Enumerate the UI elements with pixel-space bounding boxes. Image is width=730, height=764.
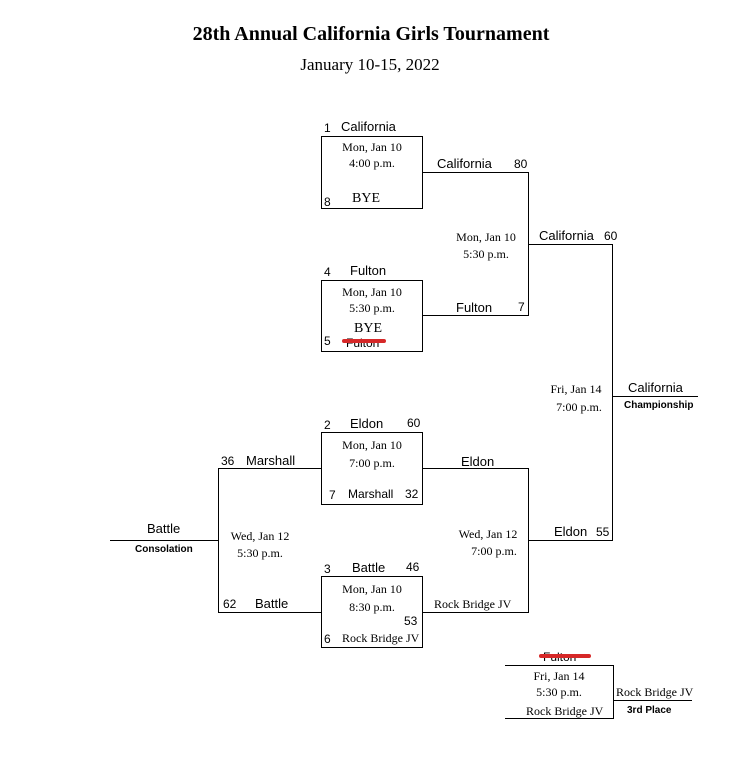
seed-5: 5 xyxy=(324,334,331,348)
strike-mark xyxy=(539,654,591,658)
score: 80 xyxy=(514,157,528,171)
team-eldon: Eldon xyxy=(350,416,384,431)
team-rock-bridge-jv: Rock Bridge JV xyxy=(342,631,420,645)
seed-7: 7 xyxy=(329,488,336,502)
game-1-time: 4:00 p.m. xyxy=(349,156,395,170)
third-place-time: 5:30 p.m. xyxy=(536,685,582,699)
semi-upper-team-top: California xyxy=(437,156,492,171)
champion-team: California xyxy=(628,380,683,395)
team-bye: BYE xyxy=(352,191,380,206)
seed-6: 6 xyxy=(324,632,331,646)
team-bye: BYE xyxy=(354,321,382,336)
final-team-bottom: Eldon xyxy=(554,524,588,539)
score: 60 xyxy=(407,416,421,430)
game-1-date: Mon, Jan 10 xyxy=(342,140,402,154)
seed-4: 4 xyxy=(324,265,331,279)
game-2-date: Mon, Jan 10 xyxy=(342,285,402,299)
semi-lower-date: Wed, Jan 12 xyxy=(458,527,518,541)
consolation-date: Wed, Jan 12 xyxy=(230,529,290,543)
team-california: California xyxy=(341,119,396,134)
third-place-team-bottom: Rock Bridge JV xyxy=(526,704,604,718)
team-fulton: Fulton xyxy=(350,263,387,278)
championship-label: Championship xyxy=(624,400,694,411)
consolation-team-top: Marshall xyxy=(246,453,296,468)
consolation-team-bottom: Battle xyxy=(255,596,289,611)
third-place-winner: Rock Bridge JV xyxy=(616,685,694,699)
semi-lower-team-top: Eldon xyxy=(461,454,495,469)
consolation-line xyxy=(218,468,321,613)
game-2-time: 5:30 p.m. xyxy=(349,301,395,315)
final-line xyxy=(528,244,613,541)
semi-upper-date: Mon, Jan 10 xyxy=(456,230,516,244)
game-3-date: Mon, Jan 10 xyxy=(342,438,402,452)
game-4-time: 8:30 p.m. xyxy=(349,600,395,614)
seed-2: 2 xyxy=(324,418,331,432)
score: 55 xyxy=(596,525,610,539)
score: 53 xyxy=(404,614,418,628)
seed-8: 8 xyxy=(324,195,331,209)
score: 36 xyxy=(221,454,235,468)
page-title: 28th Annual California Girls Tournament xyxy=(192,23,550,45)
final-team-top: California xyxy=(539,228,594,243)
page-subtitle: January 10-15, 2022 xyxy=(300,55,440,74)
game-4-date: Mon, Jan 10 xyxy=(342,582,402,596)
seed-3: 3 xyxy=(324,562,331,576)
final-time: 7:00 p.m. xyxy=(556,400,602,414)
team-battle: Battle xyxy=(352,560,386,575)
consolation-label: Consolation xyxy=(135,544,193,555)
game-3-time: 7:00 p.m. xyxy=(349,456,395,470)
semi-upper-line xyxy=(422,172,529,316)
third-place-label: 3rd Place xyxy=(627,705,672,716)
strike-mark xyxy=(342,339,386,343)
score: 62 xyxy=(223,597,237,611)
semi-upper-team-bottom: Fulton xyxy=(456,300,493,315)
seed-1: 1 xyxy=(324,121,331,135)
semi-lower-time: 7:00 p.m. xyxy=(471,544,517,558)
third-place-line xyxy=(505,665,614,719)
semi-upper-time: 5:30 p.m. xyxy=(463,247,509,261)
consolation-time: 5:30 p.m. xyxy=(237,546,283,560)
final-date: Fri, Jan 14 xyxy=(550,382,602,396)
score: 7 xyxy=(518,300,525,314)
team-marshall: Marshall xyxy=(348,487,394,501)
third-place-date: Fri, Jan 14 xyxy=(533,669,585,683)
score: 60 xyxy=(604,229,618,243)
score: 46 xyxy=(406,560,420,574)
semi-lower-team-bottom: Rock Bridge JV xyxy=(434,597,512,611)
score: 32 xyxy=(405,487,419,501)
consolation-winner: Battle xyxy=(147,521,181,536)
